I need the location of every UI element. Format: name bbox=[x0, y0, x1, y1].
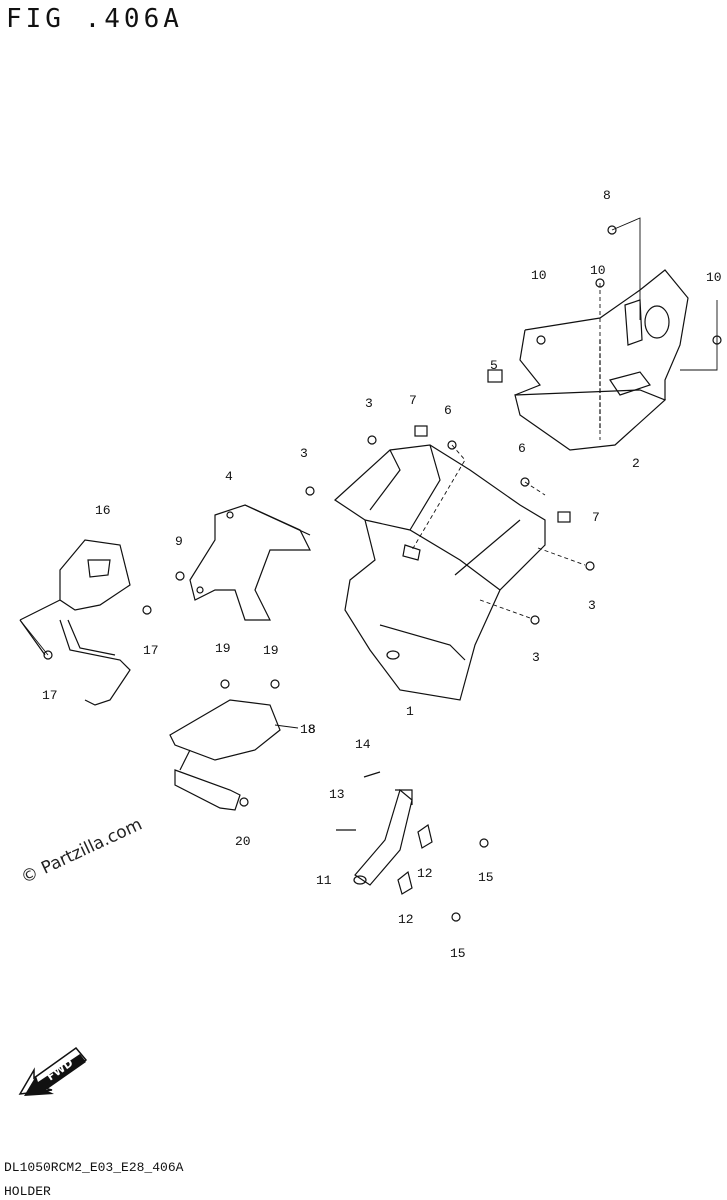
part-2-cover bbox=[514, 269, 689, 451]
callout-1: 1 bbox=[406, 704, 414, 719]
callout-20: 20 bbox=[235, 834, 251, 849]
callout-19: 19 bbox=[263, 643, 279, 658]
callout-8: 8 bbox=[308, 722, 316, 737]
callout-10: 10 bbox=[531, 268, 547, 283]
callout-12: 12 bbox=[417, 866, 433, 881]
callout-14: 14 bbox=[355, 737, 371, 752]
callout-3: 3 bbox=[365, 396, 373, 411]
callout-6: 6 bbox=[518, 441, 526, 456]
callout-19: 19 bbox=[215, 641, 231, 656]
callout-2: 2 bbox=[632, 456, 640, 471]
part-16-bracket bbox=[19, 539, 131, 706]
callout-10: 10 bbox=[706, 270, 722, 285]
callout-16: 16 bbox=[95, 503, 111, 518]
part-4-bracket bbox=[189, 504, 311, 621]
figure-code: DL1050RCM2_E03_E28_406A bbox=[4, 1160, 184, 1175]
callout-12: 12 bbox=[398, 912, 414, 927]
callout-6: 6 bbox=[444, 403, 452, 418]
figure-title: FIG .406A bbox=[6, 4, 183, 34]
callout-15: 15 bbox=[450, 946, 466, 961]
callout-10: 10 bbox=[590, 263, 606, 278]
part-18-bracket bbox=[169, 699, 281, 811]
callout-17: 17 bbox=[42, 688, 58, 703]
callout-3: 3 bbox=[300, 446, 308, 461]
part-11-stay bbox=[353, 788, 413, 886]
callout-11: 11 bbox=[316, 873, 332, 888]
callout-3: 3 bbox=[532, 650, 540, 665]
callout-15: 15 bbox=[478, 870, 494, 885]
callout-9: 9 bbox=[175, 534, 183, 549]
callout-8: 8 bbox=[603, 188, 611, 203]
callout-7: 7 bbox=[409, 393, 417, 408]
callout-7: 7 bbox=[592, 510, 600, 525]
callout-18: 18 bbox=[300, 722, 316, 737]
figure-name: HOLDER bbox=[4, 1184, 51, 1199]
fwd-arrow-icon: FWD bbox=[18, 1046, 88, 1096]
callout-13: 13 bbox=[329, 787, 345, 802]
callout-17: 17 bbox=[143, 643, 159, 658]
part-1-holder bbox=[334, 444, 546, 701]
callout-5: 5 bbox=[490, 358, 498, 373]
callout-3: 3 bbox=[588, 598, 596, 613]
fasteners bbox=[43, 225, 722, 922]
leader-lines bbox=[19, 217, 718, 729]
callout-4: 4 bbox=[225, 469, 233, 484]
